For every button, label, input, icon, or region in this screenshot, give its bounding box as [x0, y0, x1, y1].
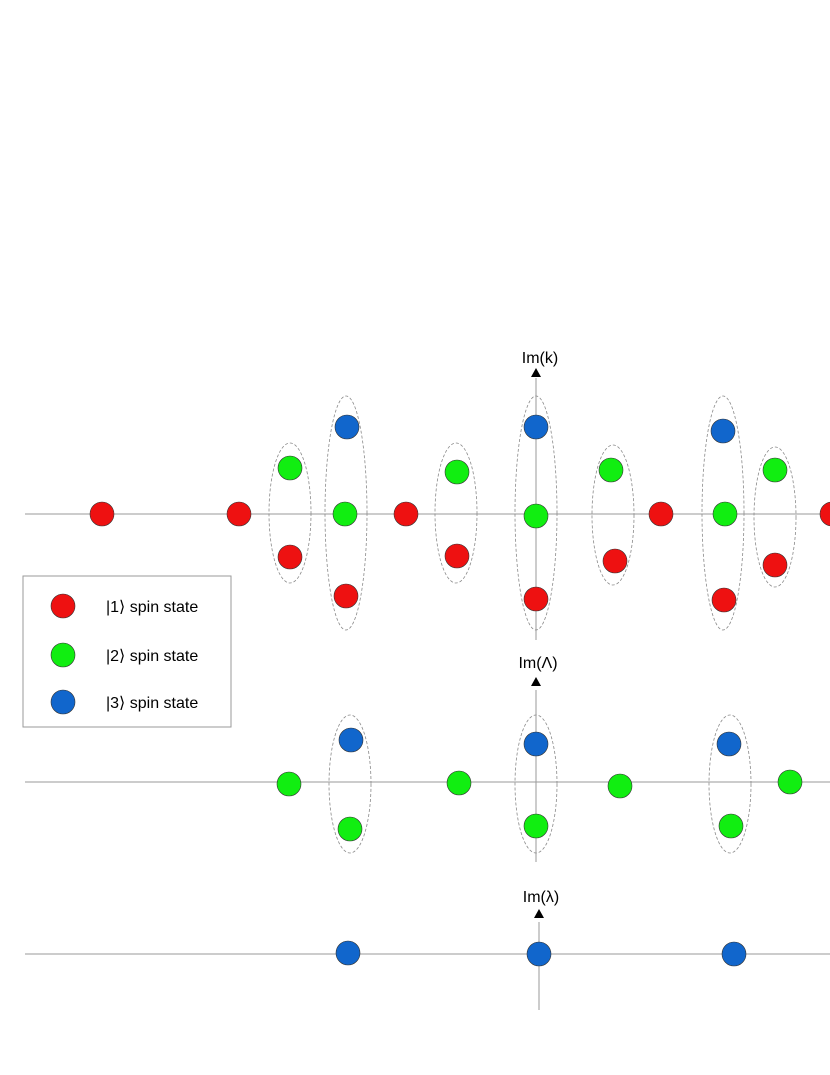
spin1-root: [226, 501, 252, 527]
string-cluster: [701, 395, 745, 631]
spin1-root: [819, 501, 830, 527]
spin1-root: [648, 501, 674, 527]
spin3-root: [523, 414, 549, 440]
arrow-up-icon: [531, 677, 541, 686]
spin1-root: [523, 586, 549, 612]
spin3-root: [721, 941, 747, 967]
spin2-root: [446, 770, 472, 796]
axis-label-lambda: Im(λ): [523, 889, 559, 906]
string-cluster: [514, 395, 558, 631]
legend-label-3: |3⟩ spin state: [106, 695, 198, 712]
legend-label-1: |1⟩ spin state: [106, 599, 198, 616]
spin3-root: [716, 731, 742, 757]
spin2-root: [332, 501, 358, 527]
string-cluster: [328, 714, 372, 854]
legend-label-2: |2⟩ spin state: [106, 648, 198, 665]
spin2-root: [523, 813, 549, 839]
spin2-root: [444, 459, 470, 485]
spin2-root: [777, 769, 803, 795]
panel-Lambda: Im(Λ): [25, 655, 830, 862]
spin2-root: [277, 455, 303, 481]
spin1-root: [393, 501, 419, 527]
spin1-root: [444, 543, 470, 569]
legend: |1⟩ spin state |2⟩ spin state |3⟩ spin s…: [22, 575, 232, 728]
spin3-root: [338, 727, 364, 753]
spin1-root: [333, 583, 359, 609]
string-cluster: [708, 714, 752, 854]
spin3-root: [523, 731, 549, 757]
spin2-root: [718, 813, 744, 839]
spin2-root: [762, 457, 788, 483]
spin2-root: [337, 816, 363, 842]
legend-swatch-red: [50, 593, 76, 619]
spin3-root: [334, 414, 360, 440]
string-cluster: [514, 714, 558, 854]
spin1-root: [762, 552, 788, 578]
spin1-root: [602, 548, 628, 574]
legend-swatch-blue: [50, 689, 76, 715]
string-cluster: [268, 442, 312, 584]
arrow-up-icon: [534, 909, 544, 918]
axis-label-k: Im(k): [522, 350, 558, 367]
spin3-root: [526, 941, 552, 967]
spin2-root: [712, 501, 738, 527]
string-cluster: [591, 444, 635, 586]
panel-lambda: Im(λ): [25, 889, 830, 1010]
spin1-root: [277, 544, 303, 570]
arrow-up-icon: [531, 368, 541, 377]
spin1-root: [89, 501, 115, 527]
panel-k: Im(k): [25, 350, 830, 640]
axis-label-Lambda: Im(Λ): [518, 655, 557, 672]
spin2-root: [607, 773, 633, 799]
spin2-root: [523, 503, 549, 529]
string-cluster: [324, 395, 368, 631]
string-cluster: [434, 442, 478, 584]
spin2-root: [276, 771, 302, 797]
string-cluster: [753, 446, 797, 588]
spin3-root: [335, 940, 361, 966]
legend-swatch-green: [50, 642, 76, 668]
spin1-root: [711, 587, 737, 613]
spin2-root: [598, 457, 624, 483]
spin3-root: [710, 418, 736, 444]
